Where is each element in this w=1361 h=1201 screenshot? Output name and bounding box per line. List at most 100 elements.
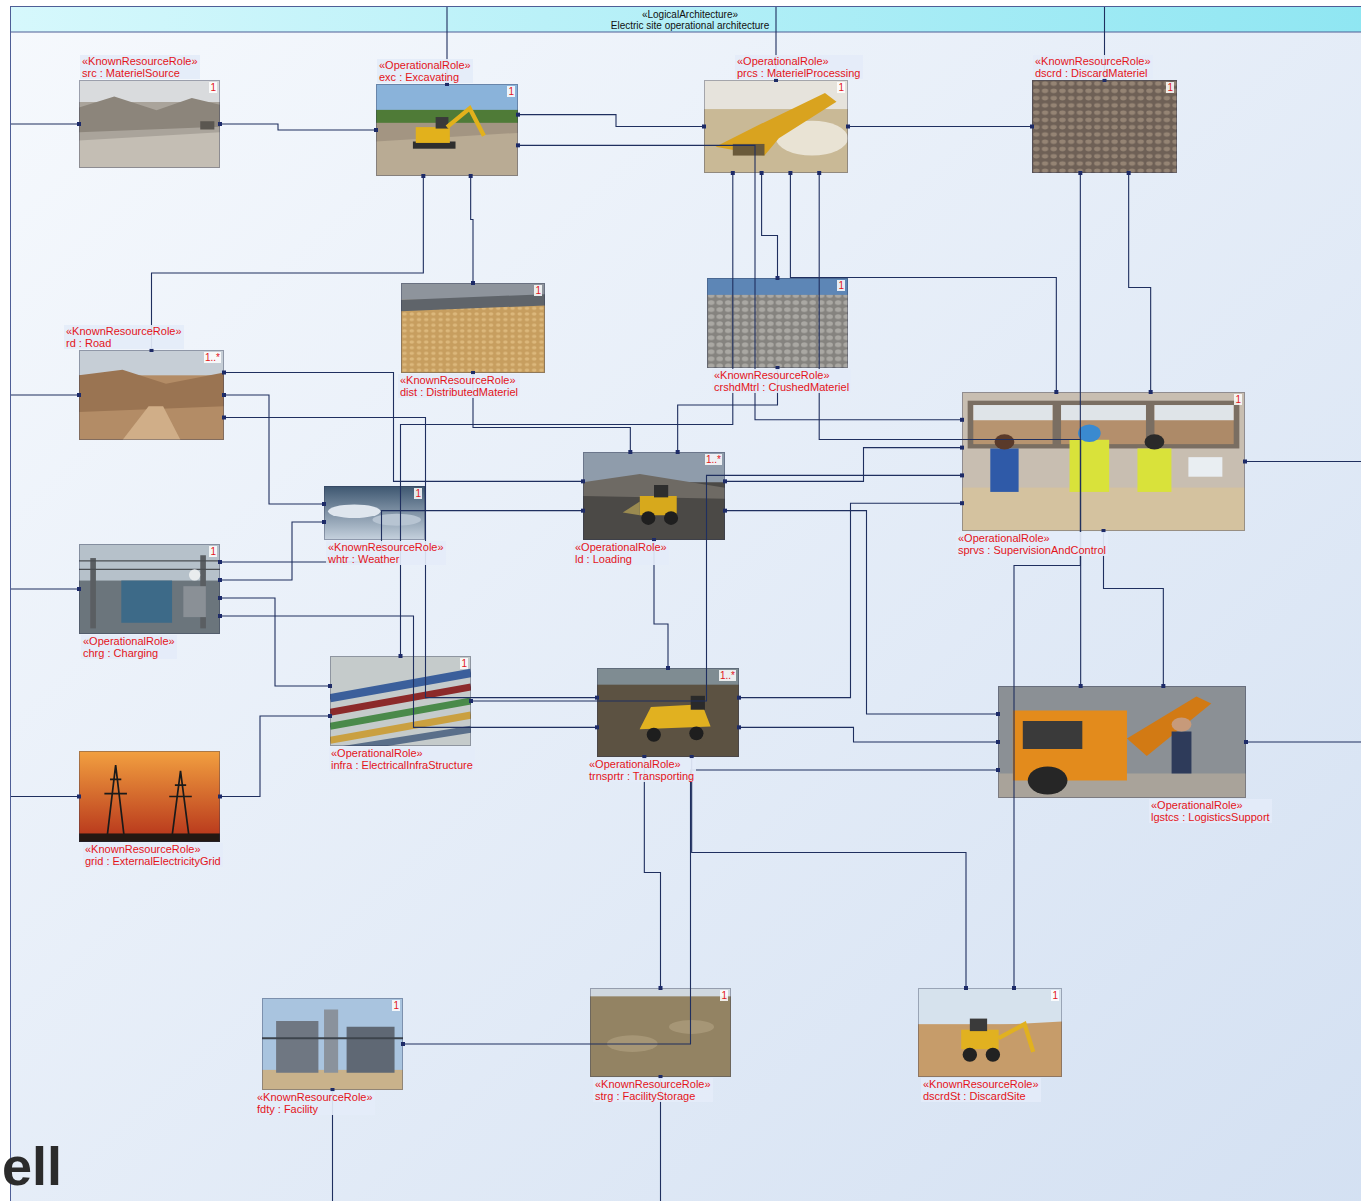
photo-detail xyxy=(330,673,471,698)
port-dot xyxy=(421,174,425,178)
photo-detail xyxy=(704,80,848,173)
photo-detail xyxy=(169,771,192,836)
crusher-photo xyxy=(704,80,848,173)
connector xyxy=(220,716,330,797)
role-label: «OperationalRole»lgstcs : LogisticsSuppo… xyxy=(1149,799,1272,823)
photo-detail xyxy=(262,998,403,1090)
photo-detail xyxy=(90,558,96,628)
stereotype-label: «KnownResourceRole» xyxy=(257,1091,373,1103)
photo-detail xyxy=(691,696,705,710)
photo-detail xyxy=(189,569,200,580)
connector xyxy=(220,124,376,130)
photo-detail xyxy=(623,502,640,516)
connector xyxy=(152,176,424,350)
connector xyxy=(10,394,79,395)
stereotype-label: «OperationalRole» xyxy=(589,758,694,770)
connector xyxy=(10,588,79,589)
role-name: infra : ElectricalInfraStructure xyxy=(331,759,473,771)
connector xyxy=(739,503,962,697)
role-label: «OperationalRole»chrg : Charging xyxy=(81,635,177,659)
storage-field-photo xyxy=(590,988,731,1077)
photo-detail xyxy=(376,84,518,176)
photo-detail xyxy=(79,561,220,569)
excavator-photo xyxy=(376,84,518,176)
pylons-photo xyxy=(79,751,220,842)
port-dot xyxy=(222,371,226,375)
photo-detail xyxy=(918,988,1062,1077)
role-label: «KnownResourceRole»dist : DistributedMat… xyxy=(398,374,520,398)
port-dot xyxy=(469,174,473,178)
role-name: sprvs : SupervisionAndControl xyxy=(958,544,1106,556)
photo-detail xyxy=(79,97,220,133)
photo-detail xyxy=(1188,457,1222,477)
photo-detail xyxy=(262,1070,403,1090)
role-name: lgstcs : LogisticsSupport xyxy=(1151,811,1270,823)
role-name: strg : FacilityStorage xyxy=(595,1090,711,1102)
role-part: «OperationalRole»exc : Excavating1 xyxy=(376,84,518,176)
role-part: «KnownResourceRole»src : MaterielSource1 xyxy=(79,80,220,168)
role-label: «KnownResourceRole»grid : ExternalElectr… xyxy=(83,843,223,867)
photo-detail xyxy=(1154,405,1233,420)
photo-detail xyxy=(918,988,1062,1024)
multiplicity: 1 xyxy=(414,488,422,499)
photo-detail xyxy=(79,370,224,412)
role-label: «OperationalRole»trnsprtr : Transporting xyxy=(587,758,696,782)
connector xyxy=(848,126,1032,127)
role-label: «OperationalRole»sprvs : SupervisionAndC… xyxy=(956,532,1108,556)
port-dot xyxy=(737,725,741,729)
role-label: «OperationalRole»prcs : MaterielProcessi… xyxy=(735,55,863,79)
photo-detail xyxy=(1061,405,1146,444)
role-name: fdty : Facility xyxy=(257,1103,373,1115)
photo-detail xyxy=(961,1030,998,1049)
connector xyxy=(220,522,324,580)
connector xyxy=(819,173,1080,686)
photo-detail xyxy=(590,988,731,1077)
connector xyxy=(518,145,962,419)
photo-detail xyxy=(324,486,425,540)
photo-detail xyxy=(583,474,725,499)
photo-detail xyxy=(995,434,1015,449)
port-dot xyxy=(516,113,520,117)
role-part: «OperationalRole»infra : ElectricalInfra… xyxy=(330,656,471,746)
port-dot xyxy=(218,795,222,799)
connector xyxy=(224,373,583,482)
photo-detail xyxy=(1127,697,1211,757)
role-label: «KnownResourceRole»whtr : Weather xyxy=(326,541,446,565)
weather-photo xyxy=(324,486,425,540)
connector xyxy=(739,727,998,742)
role-label: «KnownResourceRole»strg : FacilityStorag… xyxy=(593,1078,713,1102)
photo-detail xyxy=(324,1010,338,1073)
stereotype-label: «OperationalRole» xyxy=(379,59,471,71)
photo-detail xyxy=(583,452,725,540)
stereotype-label: «OperationalRole» xyxy=(575,541,667,553)
photo-detail xyxy=(79,80,220,168)
multiplicity: 1 xyxy=(209,546,217,557)
photo-detail xyxy=(973,405,1052,420)
multiplicity: 1 xyxy=(392,1000,400,1011)
photo-detail xyxy=(963,1048,977,1062)
photo-detail xyxy=(330,687,471,712)
multiplicity: 1 xyxy=(209,82,217,93)
port-dot xyxy=(731,171,735,175)
photo-detail xyxy=(1078,425,1101,442)
multiplicity: 1 xyxy=(460,658,468,669)
connector xyxy=(762,173,778,278)
photo-detail xyxy=(689,726,703,740)
photo-detail xyxy=(707,278,848,368)
stereotype-label: «KnownResourceRole» xyxy=(714,369,849,381)
photo-detail xyxy=(1070,440,1110,492)
role-name: grid : ExternalElectricityGrid xyxy=(85,855,221,867)
photo-detail xyxy=(121,581,172,623)
stereotype-label: «OperationalRole» xyxy=(83,635,175,647)
photo-detail xyxy=(990,448,1018,491)
photo-detail xyxy=(1154,405,1233,444)
photo-detail xyxy=(447,108,484,135)
stereotype-label: «KnownResourceRole» xyxy=(85,843,221,855)
photo-detail xyxy=(641,511,655,525)
stereotype-label: «OperationalRole» xyxy=(737,55,861,67)
role-name: chrg : Charging xyxy=(83,647,175,659)
frame-stereotype: «LogicalArchitecture» xyxy=(642,9,738,20)
role-name: dist : DistributedMateriel xyxy=(400,386,518,398)
port-dot xyxy=(760,171,764,175)
